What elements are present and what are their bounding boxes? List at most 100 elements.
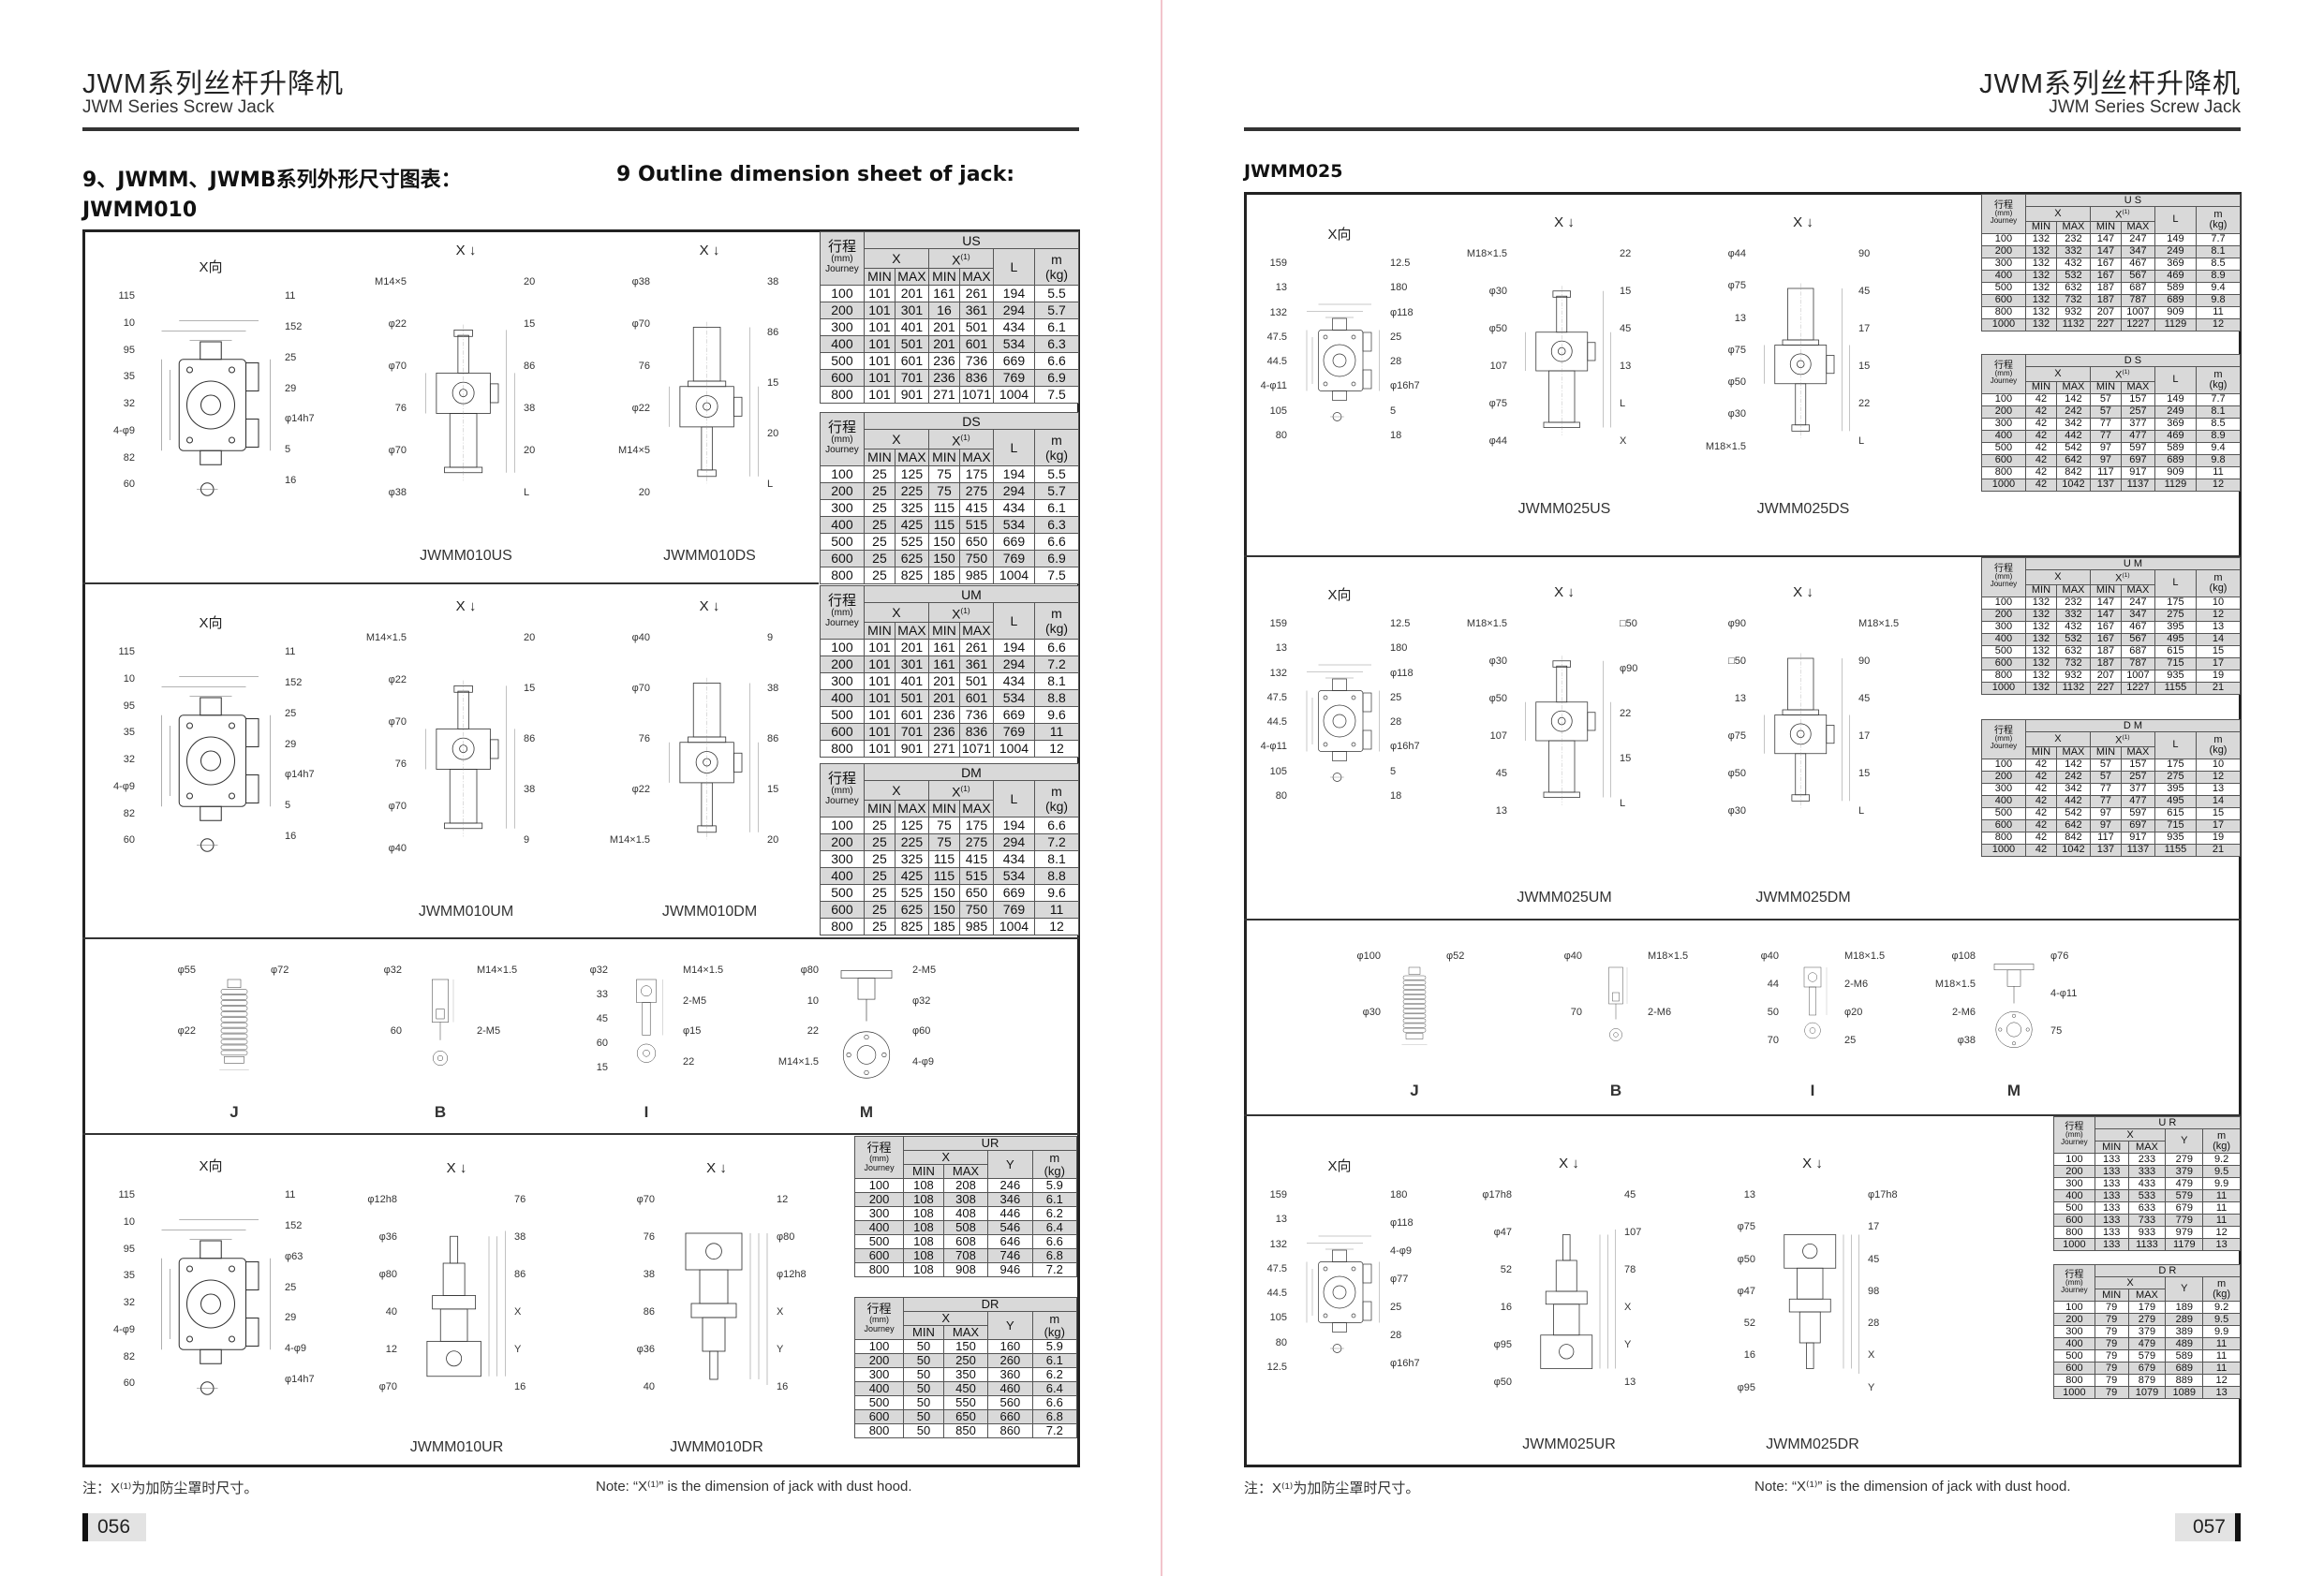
table-cell: 342 bbox=[2056, 782, 2091, 796]
view-arrow-label: X ↓ bbox=[456, 598, 477, 614]
dimension-label: φ70 bbox=[388, 361, 407, 372]
drawing-caption: JWMM010DR bbox=[670, 1439, 763, 1455]
dimension-label: φ30 bbox=[1488, 286, 1507, 297]
table-cell: 901 bbox=[895, 739, 929, 758]
table-cell: 132 bbox=[2024, 293, 2058, 307]
table-cell: 308 bbox=[942, 1192, 989, 1207]
dimension-label: φ32 bbox=[383, 965, 402, 976]
max-header: MAX bbox=[2127, 1141, 2167, 1154]
table-title: D R bbox=[2094, 1264, 2242, 1277]
table-cell: 689 bbox=[2165, 1362, 2204, 1375]
table-cell: 300 bbox=[1981, 417, 2026, 431]
dimension-label: 152 bbox=[285, 676, 303, 688]
drawing-side-jwmm010us bbox=[412, 267, 520, 538]
dimension-label: φ30 bbox=[1727, 408, 1746, 420]
dimension-label: φ75 bbox=[1727, 280, 1746, 292]
table-cell: 294 bbox=[992, 481, 1036, 500]
dimension-label: 86 bbox=[524, 361, 536, 372]
table-cell: 1000 bbox=[1981, 681, 2026, 695]
dimension-label: 4-φ11 bbox=[2050, 988, 2078, 999]
down-arrow-icon: ↓ bbox=[708, 243, 720, 258]
table-cell: 225 bbox=[895, 832, 929, 851]
mass-label: m bbox=[2213, 208, 2223, 220]
dimension-label: φ118 bbox=[1390, 1217, 1414, 1229]
table-cell: 708 bbox=[942, 1248, 989, 1263]
table-cell: 42 bbox=[2024, 770, 2058, 784]
dimension-label: 18 bbox=[1390, 429, 1402, 441]
mass-header: m(kg) bbox=[1034, 780, 1079, 817]
dimension-label: 13 bbox=[1275, 1214, 1287, 1226]
table-cell: 25 bbox=[863, 816, 896, 834]
min-header: MIN bbox=[927, 267, 961, 286]
x1-header: X(1) bbox=[927, 780, 994, 801]
outline-drawing bbox=[1784, 1234, 1859, 1374]
table-cell: 100 bbox=[853, 1339, 905, 1354]
table-cell: 100 bbox=[1981, 232, 2026, 246]
dimension-label: φ95 bbox=[1493, 1339, 1512, 1350]
table-cell: 75 bbox=[927, 816, 961, 834]
table-cell: 7.2 bbox=[1031, 1262, 1078, 1277]
dimension-label: 13 bbox=[1734, 693, 1746, 704]
max-header: MAX bbox=[2056, 380, 2091, 394]
journey-en: Journey bbox=[864, 1162, 895, 1172]
table-cell: 1133 bbox=[2127, 1238, 2167, 1251]
table-cell: 179 bbox=[2127, 1301, 2167, 1314]
journey-unit: (mm) bbox=[1994, 734, 2013, 744]
dimension-label: φ95 bbox=[1737, 1381, 1755, 1393]
journey-en: Journey bbox=[1990, 376, 2018, 386]
dimension-label: 60 bbox=[123, 479, 135, 491]
table-cell: 227 bbox=[2089, 681, 2123, 695]
table-cell: 933 bbox=[2127, 1226, 2167, 1239]
dimension-label: φ40 bbox=[1760, 950, 1779, 962]
down-arrow-icon: ↓ bbox=[1802, 214, 1813, 230]
table-cell: 97 bbox=[2089, 806, 2123, 820]
dimension-label: 44 bbox=[1767, 979, 1779, 990]
dimension-label: 10 bbox=[123, 317, 135, 329]
table-title: UR bbox=[903, 1136, 1077, 1151]
table-cell: 525 bbox=[895, 883, 929, 902]
table-cell: 1000 bbox=[1981, 478, 2026, 492]
dimension-label: 45 bbox=[1620, 323, 1632, 334]
table-cell: 432 bbox=[2056, 257, 2091, 271]
dimension-label: φ50 bbox=[1488, 323, 1507, 334]
dimension-label: 15 bbox=[1858, 768, 1871, 779]
table-cell: 697 bbox=[2121, 453, 2155, 467]
table-cell: 800 bbox=[853, 1423, 905, 1438]
table-cell: 1137 bbox=[2121, 478, 2155, 492]
dimension-label: φ22 bbox=[388, 674, 407, 685]
drawing-front bbox=[1293, 609, 1386, 824]
table-cell: 50 bbox=[903, 1353, 944, 1368]
table-cell: 260 bbox=[987, 1353, 1033, 1368]
table-cell: 157 bbox=[2121, 758, 2155, 772]
view-label-text: X bbox=[1793, 214, 1803, 230]
dimension-label: φ47 bbox=[1493, 1227, 1512, 1238]
table-cell: 201 bbox=[895, 284, 929, 302]
table-cell: 825 bbox=[895, 917, 929, 935]
down-arrow-icon: ↓ bbox=[465, 598, 477, 614]
table-cell: 395 bbox=[2154, 620, 2198, 634]
table-cell: 108 bbox=[903, 1220, 944, 1235]
table-cell: 442 bbox=[2056, 429, 2091, 443]
dimension-label: L bbox=[1620, 398, 1626, 409]
table-cell: 715 bbox=[2154, 656, 2198, 670]
table-cell: 500 bbox=[2053, 1201, 2095, 1215]
journey-en: Journey bbox=[2061, 1286, 2088, 1294]
table-cell: 560 bbox=[987, 1395, 1033, 1410]
dimension-label: φ30 bbox=[1727, 805, 1746, 817]
dimension-label: φ40 bbox=[388, 843, 407, 854]
table-cell: 11 bbox=[2202, 1189, 2241, 1202]
table-cell: 746 bbox=[987, 1248, 1033, 1263]
table-title: U R bbox=[2094, 1116, 2242, 1129]
dimension-label: L bbox=[1858, 805, 1865, 817]
dimension-label: φ30 bbox=[1488, 655, 1507, 667]
section-title-en: 9 Outline dimension sheet of jack: bbox=[616, 163, 1015, 186]
table-cell: 25 bbox=[863, 917, 896, 935]
table-cell: 42 bbox=[2024, 417, 2058, 431]
dimension-label: 38 bbox=[767, 683, 779, 694]
